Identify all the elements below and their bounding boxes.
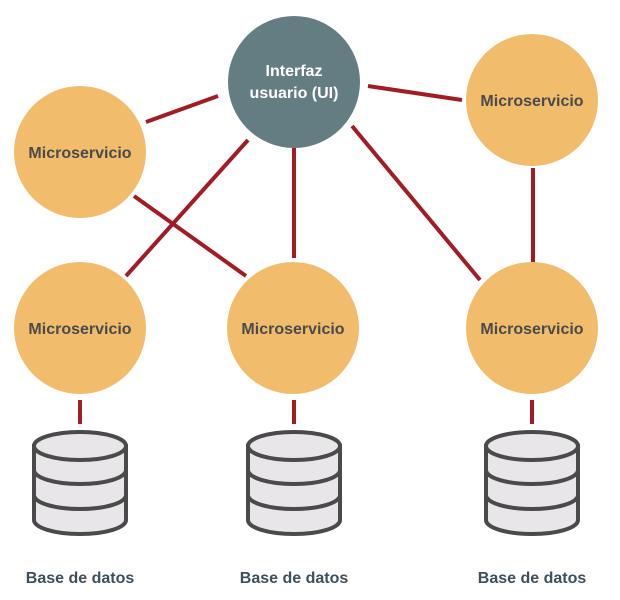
microservice-label: Microservicio xyxy=(28,145,131,162)
connector-ui-ms-topright xyxy=(367,84,463,102)
database-label: Base de datos xyxy=(478,570,587,587)
ui-node-label-line1: Interfaz xyxy=(266,63,323,80)
database-center: Base de datos xyxy=(240,430,349,587)
database-right: Base de datos xyxy=(478,430,587,587)
database-label: Base de datos xyxy=(26,570,135,587)
connector-ui-ms-midleft xyxy=(124,138,250,278)
connectors xyxy=(78,84,535,424)
microservice-circle xyxy=(466,262,598,394)
database-icon xyxy=(484,430,580,536)
ui-node-label-line2: usuario (UI) xyxy=(250,85,339,102)
connector-ms-topleft-ms-midcenter xyxy=(132,194,248,278)
database-icon xyxy=(246,430,342,536)
microservice-label: Microservicio xyxy=(28,321,131,338)
microservice-circle xyxy=(14,86,146,218)
microservice-label: Microservicio xyxy=(480,321,583,338)
microservice-node-left: Microservicio xyxy=(14,262,146,394)
ui-node-circle xyxy=(228,16,360,148)
microservice-node-center: Microservicio xyxy=(227,262,359,394)
database-label: Base de datos xyxy=(240,570,349,587)
connector-ui-ms-topleft xyxy=(145,94,219,124)
ui-node: Interfaz usuario (UI) xyxy=(228,16,360,148)
database-icon xyxy=(32,430,128,536)
database-left: Base de datos xyxy=(26,430,135,587)
microservice-label: Microservicio xyxy=(480,93,583,110)
microservice-node-right: Microservicio xyxy=(466,262,598,394)
microservice-circle xyxy=(14,262,146,394)
microservice-node-topleft: Microservicio xyxy=(14,86,146,218)
microservice-circle xyxy=(466,34,598,166)
microservice-node-topright: Microservicio xyxy=(466,34,598,166)
connector-ui-ms-midright xyxy=(350,124,482,282)
microservice-circle xyxy=(227,262,359,394)
microservice-label: Microservicio xyxy=(241,321,344,338)
